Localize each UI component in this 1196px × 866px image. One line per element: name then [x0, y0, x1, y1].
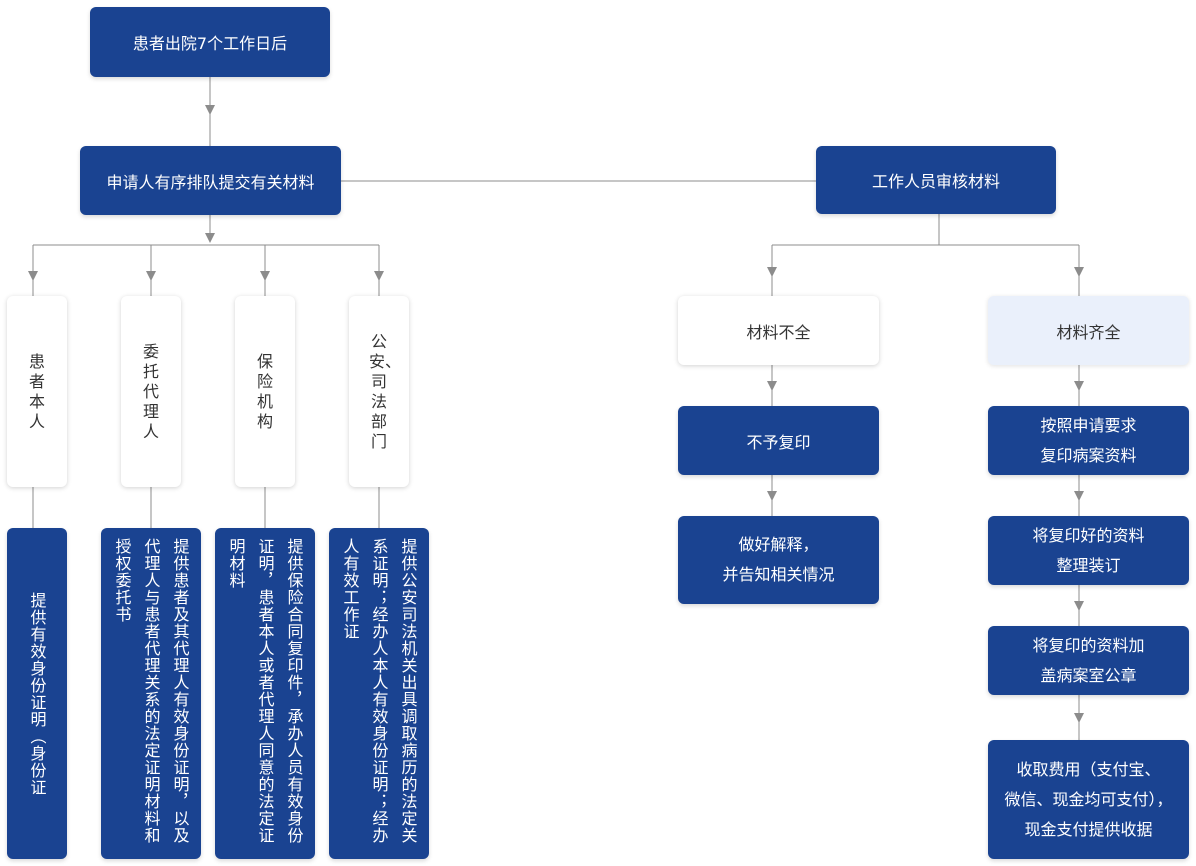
materials-incomplete-label: 材料不全: [746, 322, 811, 342]
bind-records-node: 将复印好的资料 整理装订: [988, 516, 1189, 585]
requirement-agent: 提供患者及其代理人有效身份证明，以及代理人与患者代理关系的法定证明材料和授权委托…: [101, 528, 201, 859]
requirement-insurer: 提供保险合同复印件，承办人员有效身份证明，患者本人或者代理人同意的法定证明材料: [215, 528, 315, 859]
stamp-records-line-2: 盖病案室公章: [1040, 665, 1137, 685]
explain-line-2: 并告知相关情况: [722, 565, 835, 584]
applicant-insurer: 保险机构: [235, 296, 295, 487]
bind-records-line-1: 将复印好的资料: [1032, 525, 1145, 545]
requirement-agent-text: 提供患者及其代理人有效身份证明，以及代理人与患者代理关系的法定证明材料和授权委托…: [112, 537, 190, 844]
requirement-insurer-text: 提供保险合同复印件，承办人员有效身份证明，患者本人或者代理人同意的法定证明材料: [226, 537, 304, 844]
submit-node: 申请人有序排队提交有关材料: [80, 146, 341, 215]
stamp-records-line-1: 将复印的资料加: [1032, 635, 1145, 655]
requirement-patient: 提供有效身份证明（身份证: [7, 528, 67, 859]
requirement-police-judicial: 提供公安司法机关出具调取病历的法定关系证明；经办人本人有效身份证明；经办人有效工…: [329, 528, 429, 859]
applicant-insurer-label: 保险机构: [256, 351, 273, 431]
collect-fee-line-1: 收取费用（支付宝、: [1016, 759, 1161, 779]
collect-fee-line-2: 微信、现金均可支付），: [1004, 789, 1173, 809]
applicant-agent: 委托代理人: [121, 296, 181, 487]
collect-fee-node: 收取费用（支付宝、 微信、现金均可支付）， 现金支付提供收据: [988, 740, 1189, 859]
stamp-records-node: 将复印的资料加 盖病案室公章: [988, 626, 1189, 695]
collect-fee-line-3: 现金支付提供收据: [1024, 819, 1153, 839]
applicant-police-judicial: 公安、司法部门: [349, 296, 409, 487]
bind-records-line-2: 整理装订: [1056, 555, 1121, 575]
start-node: 患者出院7个工作日后: [90, 7, 330, 77]
applicant-police-judicial-label: 公安、司法部门: [369, 331, 402, 451]
applicant-agent-label: 委托代理人: [142, 341, 159, 441]
requirement-police-judicial-text: 提供公安司法机关出具调取病历的法定关系证明；经办人本人有效身份证明；经办人有效工…: [340, 537, 418, 844]
explain-node: 做好解释， 并告知相关情况: [678, 516, 879, 604]
submit-node-label: 申请人有序排队提交有关材料: [106, 172, 315, 192]
review-node-label: 工作人员审核材料: [871, 172, 1000, 191]
start-node-label: 患者出院7个工作日后: [132, 34, 288, 53]
explain-line-1: 做好解释，: [738, 535, 819, 554]
review-node: 工作人员审核材料: [816, 146, 1056, 214]
copy-records-line-1: 按照申请要求: [1040, 415, 1137, 435]
applicant-patient-label: 患者本人: [28, 351, 45, 431]
requirement-patient-text: 提供有效身份证明（身份证: [27, 591, 47, 796]
applicant-patient: 患者本人: [7, 296, 67, 487]
copy-records-node: 按照申请要求 复印病案资料: [988, 406, 1189, 475]
materials-incomplete: 材料不全: [678, 296, 879, 365]
copy-records-line-2: 复印病案资料: [1040, 445, 1137, 465]
materials-complete: 材料齐全: [988, 296, 1189, 365]
no-copy-label: 不予复印: [746, 432, 811, 452]
no-copy-node: 不予复印: [678, 406, 879, 475]
materials-complete-label: 材料齐全: [1056, 322, 1121, 342]
